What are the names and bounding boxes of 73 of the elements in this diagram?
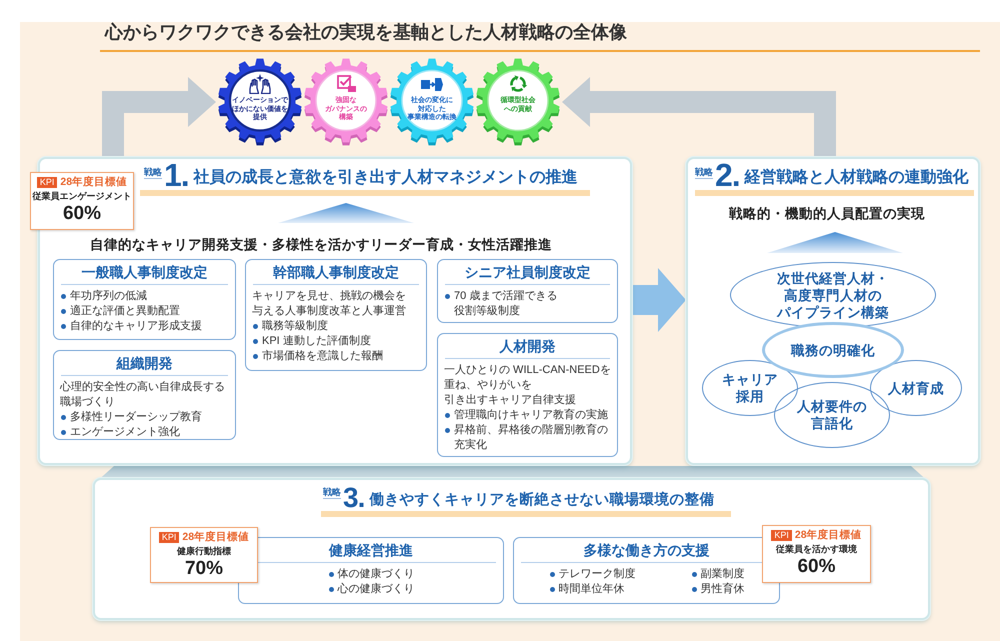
gear-badge <box>388 58 476 146</box>
kpi-metric: 従業員エンゲージメント <box>32 190 132 203</box>
kpi-value: 60% <box>62 203 102 225</box>
list-item: 男性育休 <box>690 582 744 597</box>
arrow <box>102 77 216 157</box>
card-heading: 組織開発 <box>61 354 228 376</box>
gear-badge <box>302 58 390 146</box>
strategy-tag: 戦略 <box>144 166 162 179</box>
list-item: 多様性リーダーシップ教育 <box>60 410 202 425</box>
list-item: KPI 連動した評価制度 <box>252 334 371 349</box>
card-text: 一人ひとりの WILL-CAN-NEEDを重ね、やりがいを引き出すキャリア自律支援 <box>444 363 611 408</box>
card-text: キャリアを見せ、挑戦の機会を与える人事制度改革と人事運営 <box>252 289 407 319</box>
panel-heading: 社員の成長と意欲を引き出す人材マネジメントの推進 <box>194 169 578 188</box>
strategy-panel <box>686 157 980 465</box>
card-heading: シニア社員制度改定 <box>445 263 610 285</box>
card-heading: 幹部職人事制度改定 <box>253 263 419 285</box>
ellipse-label: 人材要件の言語化 <box>796 398 868 432</box>
diagram-title: 心からワクワクできる会社の実現を基軸とした人材戦略の全体像 <box>105 21 627 44</box>
panel-subtitle: 戦略的・機動的人員配置の実現 <box>729 205 925 222</box>
kpi-year-label: 28年度目標値 <box>60 176 128 188</box>
kpi-tag: KPI <box>158 532 180 542</box>
list-item: 時間単位年休 <box>548 582 624 597</box>
list-item: 体の健康づくり <box>328 567 414 582</box>
arrow <box>562 77 836 157</box>
card-heading: 一般職人事制度改定 <box>61 263 228 285</box>
strategy-panel <box>93 478 930 620</box>
panel-heading: 働きやすくキャリアを断絶させない職場環境の整備 <box>369 492 714 508</box>
list-item: 自律的なキャリア形成支援 <box>60 319 202 334</box>
strategy-number: 2. <box>715 163 740 189</box>
measure-card <box>437 259 618 323</box>
kpi-tag: KPI <box>36 176 58 188</box>
list-item: 副業制度 <box>690 567 744 582</box>
measure-card <box>53 350 236 440</box>
kpi-card <box>30 172 134 230</box>
list-item: 年功序列の低減 <box>60 289 147 304</box>
kpi-value: 60% <box>797 556 836 578</box>
strategy-tag: 戦略 <box>695 166 713 179</box>
gear-badge <box>216 58 304 146</box>
strategy-tag: 戦略 <box>323 487 341 500</box>
strategy-number: 3. <box>343 487 364 510</box>
kpi-metric: 健康行動指標 <box>177 545 231 558</box>
kpi-year-label: 28年度目標値 <box>182 531 250 543</box>
list-item: 心の健康づくり <box>328 582 414 597</box>
list-item: 市場価格を意識した報酬 <box>252 349 383 364</box>
ellipse-node <box>870 360 962 416</box>
kpi-tag: KPI <box>771 530 792 540</box>
card-heading: 人材開発 <box>445 337 610 359</box>
list-item: 昇格前、昇格後の階層別教育の充実化 <box>444 423 611 453</box>
measure-card <box>245 259 427 371</box>
ellipse-label: 次世代経営人材・高度専門人材のパイプライン構築 <box>776 270 890 320</box>
strategy-number: 1. <box>164 163 189 189</box>
list-item: 70 歳まで活躍できる役割等級制度 <box>444 289 611 319</box>
measure-card <box>437 333 618 457</box>
arrow <box>632 268 686 332</box>
kpi-card <box>150 527 258 583</box>
list-item: 職務等級制度 <box>252 319 328 334</box>
ellipse-node <box>702 360 798 416</box>
gear-badge <box>474 58 562 146</box>
list-item: 適正な評価と異動配置 <box>60 304 180 319</box>
kpi-value: 70% <box>184 558 224 580</box>
measure-card <box>53 259 236 340</box>
kpi-card <box>762 525 871 583</box>
list-item: エンゲージメント強化 <box>60 425 180 440</box>
ellipse-label: キャリア採用 <box>721 371 779 405</box>
kpi-metric: 従業員を活かす環境 <box>776 543 857 556</box>
list-item: テレワーク制度 <box>548 567 636 582</box>
card-text: 心理的安全性の高い自律成長する職場づくり <box>60 380 226 410</box>
kpi-year-label: 28年度目標値 <box>794 529 862 541</box>
panel-heading: 経営戦略と人材戦略の連動強化 <box>744 169 969 188</box>
panel-subtitle: 自律的なキャリア開発支援・多様性を活かすリーダー育成・女性活躍推進 <box>90 236 552 253</box>
list-item: 管理職向けキャリア教育の実施 <box>444 408 608 423</box>
ellipse-label: 人材育成 <box>888 380 944 396</box>
ellipse-label: 職務の明確化 <box>791 342 875 358</box>
